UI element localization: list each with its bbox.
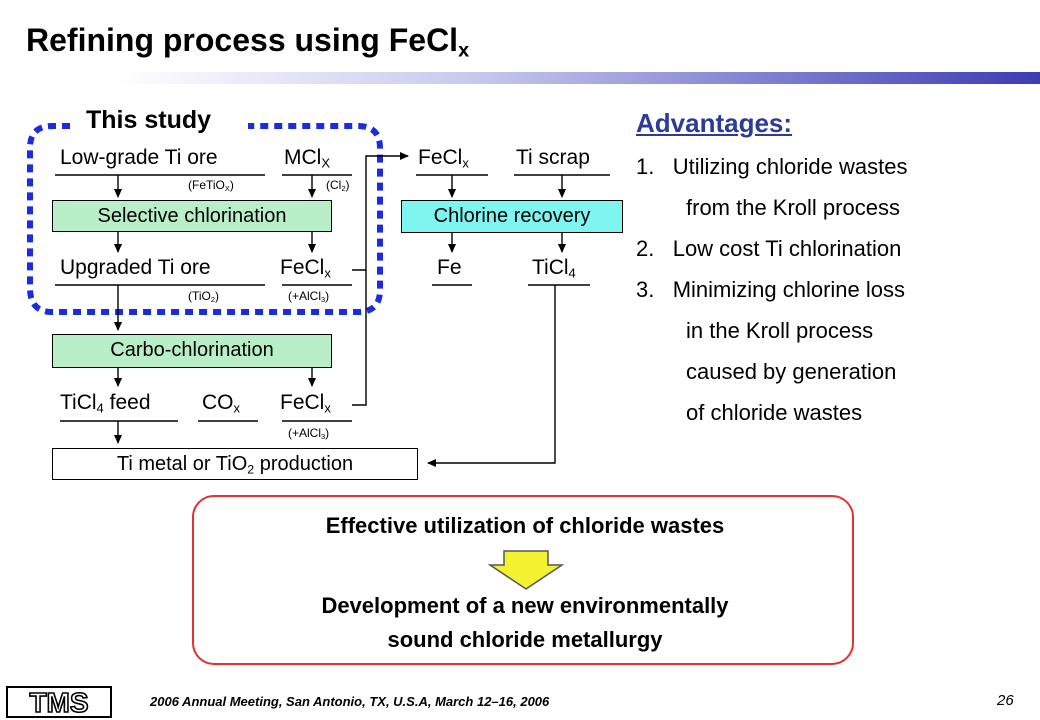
down-arrow-icon [487,550,565,590]
advantages-list: 1. Utilizing chloride wastes from the Kr… [636,146,907,433]
tms-logo: TMS [6,686,112,718]
footer-meeting-info: 2006 Annual Meeting, San Antonio, TX, U.… [150,694,550,709]
list-item: in the Kroll process [686,318,874,343]
this-study-outline [27,123,383,315]
page-number: 26 [997,692,1014,709]
conclusion-line-1: Effective utilization of chloride wastes [325,513,725,538]
list-item: 1. Utilizing chloride wastes [636,154,908,179]
ticl4-label: TiCl4 [532,256,576,281]
carbo-chlorination-box: Carbo-chlorination [52,334,332,368]
list-item: from the Kroll process [686,195,900,220]
svg-text:TMS: TMS [29,687,88,718]
fetiox-formula: (FeTiOX) [188,178,234,194]
list-item: 2. Low cost Ti chlorination [636,236,902,261]
fe-label: Fe [437,256,462,279]
tio2-formula: (TiO2) [188,289,220,305]
title-underline-bar [14,72,1040,84]
alcl3-formula-1: (+AlCl3) [288,289,330,305]
list-item: caused by generation [686,359,897,384]
conclusion-line-2: Development of a new environmentally [321,593,729,618]
this-study-label: This study [80,106,218,135]
alcl3-formula-2: (+AlCl3) [288,426,330,442]
upgraded-ore-label: Upgraded Ti ore [60,256,211,279]
page-title: Refining process using FeClx [26,22,470,62]
conclusion-box: Effective utilization of chloride wastes… [192,495,854,665]
ti-production-box: Ti metal or TiO2 production [52,448,418,480]
fecl-label-2: FeClx [280,391,331,416]
cl2-formula: (Cl2) [326,178,350,194]
cox-label: COx [202,391,241,416]
fecl-label-3: FeClx [418,146,469,171]
low-grade-ore-label: Low-grade Ti ore [60,146,218,169]
advantages-title: Advantages: [636,108,793,138]
list-item: of chloride wastes [686,400,863,425]
ticl4-feed-label: TiCl4 feed [60,391,151,416]
selective-chlorination-box: Selective chlorination [52,200,332,232]
mclx-label: MClX [284,146,331,171]
fecl-label-1: FeClx [280,256,331,281]
ti-scrap-label: Ti scrap [516,146,590,169]
list-item: 3. Minimizing chlorine loss [636,277,906,302]
conclusion-line-3: sound chloride metallurgy [387,627,663,652]
chlorine-recovery-box: Chlorine recovery [401,200,623,233]
